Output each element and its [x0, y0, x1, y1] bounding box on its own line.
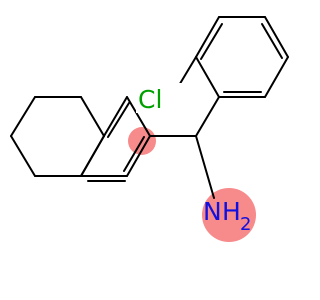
bond: [264, 56, 289, 98]
bond: [200, 23, 223, 60]
bond: [195, 135, 215, 199]
bond: [123, 136, 145, 172]
nitrogen-label: N: [203, 197, 222, 226]
label-background: [136, 83, 184, 113]
hydrogen-count-label: 2: [240, 214, 251, 235]
bond: [107, 102, 130, 138]
bond: [261, 23, 283, 59]
structure-svg: Cl N H 2: [10, 16, 289, 242]
bond: [80, 96, 105, 137]
bond: [103, 96, 128, 137]
molecule-diagram: Cl N H 2: [10, 16, 289, 242]
bond: [10, 96, 36, 137]
bond: [264, 16, 289, 58]
bond: [10, 135, 36, 177]
bond: [195, 56, 220, 98]
chlorine-label: Cl: [138, 85, 162, 114]
bond: [126, 135, 151, 177]
atom-label-group: Cl N H 2: [136, 83, 251, 235]
highlight-amine: [202, 188, 256, 242]
bond-group: [10, 16, 289, 199]
bond: [80, 135, 105, 177]
bond: [126, 96, 151, 137]
bond: [195, 16, 220, 58]
bond: [195, 96, 220, 137]
hydrogen-label: H: [222, 197, 241, 226]
